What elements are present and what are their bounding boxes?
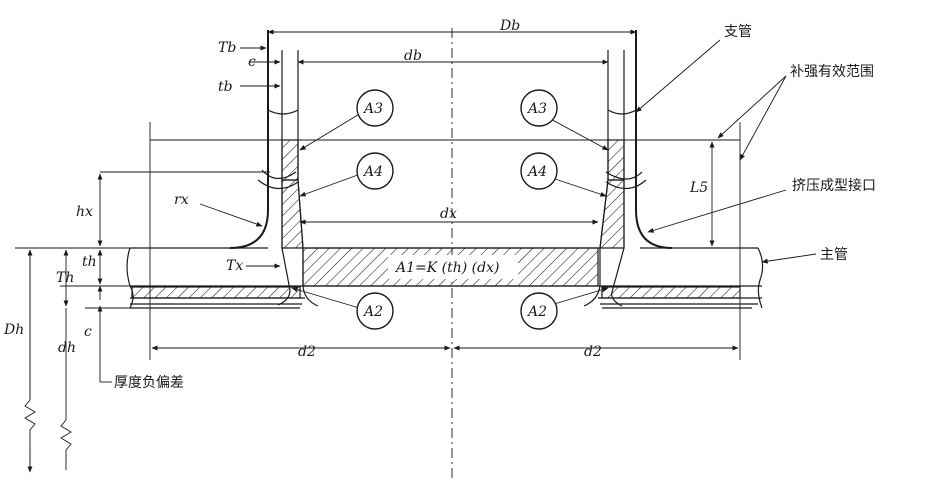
label-tb-thick: Tb (218, 40, 236, 56)
label-a3-left: A3 (362, 101, 383, 117)
label-dx: dx (440, 206, 457, 222)
header-pipe (126, 247, 764, 309)
diagram-labels: Db Tb c tb db 支管 补强有效范围 A3 A3 A4 A4 hx r… (3, 18, 876, 391)
label-dh-inner: dh (58, 340, 76, 356)
branch-pipe (257, 30, 647, 248)
label-branch: 支管 (724, 24, 752, 40)
label-d2-left: d2 (298, 344, 316, 360)
formula-background (388, 255, 518, 279)
label-tb-thin: tb (218, 79, 233, 95)
label-th: th (82, 254, 97, 270)
label-a1-formula: A1=K (th) (dx) (394, 260, 499, 276)
area-a2-left (131, 286, 301, 299)
label-hx: hx (76, 204, 93, 220)
bubble-a3-left (356, 89, 394, 127)
label-a4-left: A4 (362, 164, 383, 180)
bubble-a2-right (520, 292, 558, 330)
label-reinforcement-zone: 补强有效范围 (790, 63, 874, 80)
area-a3-left (281, 139, 299, 181)
label-c-bottom: c (84, 324, 92, 340)
label-thickness-tolerance: 厚度负偏差 (114, 375, 184, 391)
label-rx: rx (174, 192, 189, 208)
label-th-upper: Th (56, 270, 74, 286)
label-tx: Tx (226, 258, 243, 274)
label-dh-outer: Dh (3, 322, 24, 338)
label-c-top: c (248, 54, 256, 70)
area-a4-left (281, 179, 304, 249)
label-extruded-outlet: 挤压成型接口 (792, 177, 876, 194)
label-a4-right: A4 (526, 164, 547, 180)
bubble-a4-right (520, 152, 558, 190)
bubble-a4-left (356, 152, 394, 190)
area-a2-right (601, 286, 741, 299)
label-a3-right: A3 (526, 101, 547, 117)
label-db-outer: Db (499, 18, 520, 34)
extruded-outlet-profile (229, 179, 673, 307)
label-a2-left: A2 (362, 304, 383, 320)
bubble-a3-right (520, 89, 558, 127)
label-db-inner: db (404, 48, 422, 64)
label-d2-right: d2 (584, 344, 602, 360)
reinforcement-zone-lines (149, 122, 741, 360)
bubble-a2-left (356, 292, 394, 330)
label-a2-right: A2 (526, 304, 547, 320)
label-header: 主管 (820, 247, 848, 263)
label-l5: L5 (689, 180, 708, 196)
